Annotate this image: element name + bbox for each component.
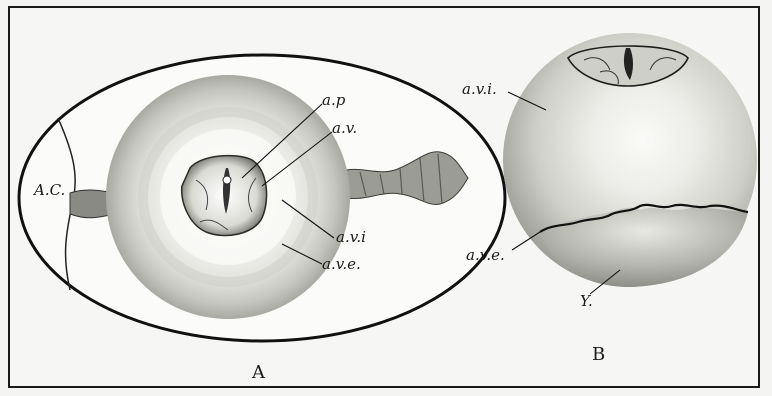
label-area-vitellina-externa: a.v.e. (322, 257, 361, 272)
label-area-pellucida: a.p (322, 93, 345, 108)
label-yolk: Y. (580, 294, 593, 309)
caption-b: B (592, 346, 605, 364)
label-air-chamber: A.C. (34, 183, 65, 198)
label-b-area-vitellina-externa: a.v.e. (466, 248, 505, 263)
label-area-vitellina-interna: a.v.i (336, 230, 366, 245)
caption-a: A (252, 364, 265, 382)
figure-b-drawing (503, 33, 757, 294)
label-b-area-vitellina-interna: a.v.i. (462, 82, 497, 97)
figure-a-drawing (19, 55, 505, 341)
label-area-vasculosa: a.v. (332, 121, 357, 136)
